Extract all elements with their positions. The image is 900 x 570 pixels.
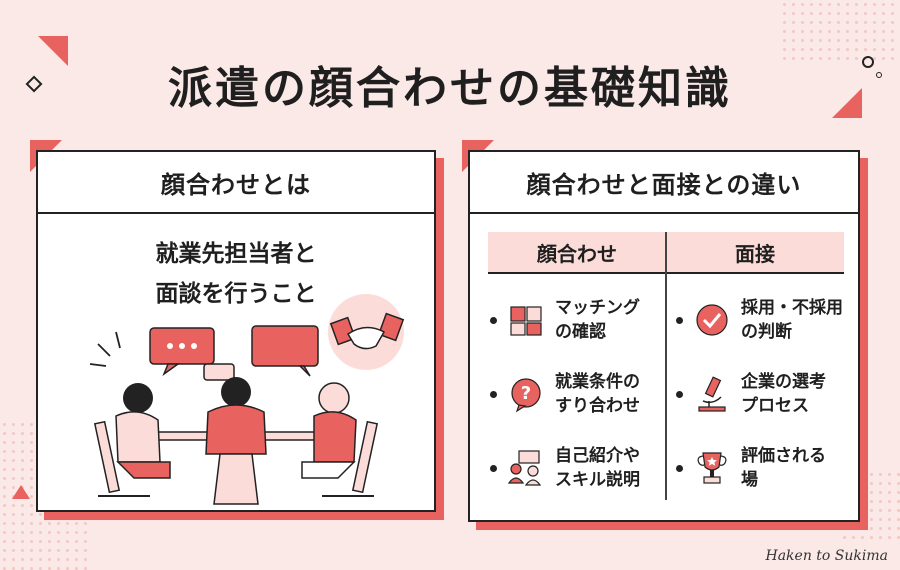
list-item: 自己紹介や スキル説明 <box>490 444 640 492</box>
bullet <box>676 464 683 472</box>
dot-pattern-top-right <box>780 0 900 60</box>
item-line: 評価される <box>741 446 826 466</box>
left-panel: 顔合わせとは 就業先担当者と 面談を行うこと <box>36 150 436 512</box>
item-line: 場 <box>741 470 758 490</box>
people-presenting-icon <box>507 450 542 486</box>
person-left <box>93 383 171 497</box>
col-header-right: 面接 <box>666 232 844 274</box>
puzzle-icon <box>510 306 542 336</box>
question-bubble-icon: ? <box>511 378 541 413</box>
item-text: マッチング の確認 <box>555 296 640 344</box>
page-title: 派遣の顔合わせの基礎知識 <box>168 63 732 114</box>
speech-bubble-icon <box>251 325 319 377</box>
check-circle-icon <box>696 304 728 336</box>
item-line: 採用・不採用 <box>741 298 843 318</box>
col-header-left: 顔合わせ <box>488 232 666 274</box>
person-right <box>301 382 379 497</box>
signature: Haken to Sukima <box>765 548 889 564</box>
left-panel-description: 就業先担当者と 面談を行うこと <box>38 234 434 314</box>
handshake-icon <box>328 294 405 370</box>
bullet <box>676 316 683 324</box>
item-line: の判断 <box>741 322 792 342</box>
item-line: すり合わせ <box>555 396 640 416</box>
person-center <box>205 377 267 505</box>
list-item: 採用・不採用 の判断 <box>676 296 843 344</box>
decor-triangle <box>12 485 30 499</box>
emphasis-lines <box>89 331 121 367</box>
bullet <box>490 316 497 324</box>
item-line: の確認 <box>555 322 606 342</box>
item-text: 企業の選考 プロセス <box>741 370 826 418</box>
item-line: 就業条件の <box>555 372 640 392</box>
speech-bubble-icon <box>149 327 235 381</box>
item-text: 採用・不採用 の判断 <box>741 296 843 344</box>
list-item: マッチング の確認 <box>490 296 640 344</box>
item-text: 就業条件の すり合わせ <box>555 370 640 418</box>
item-line: 自己紹介や <box>555 446 640 466</box>
meeting-illustration <box>89 294 405 505</box>
bullet <box>490 390 497 398</box>
description-line: 面談を行うこと <box>155 281 317 307</box>
trophy-icon <box>697 452 727 484</box>
decor-circle <box>876 72 882 78</box>
list-item: 企業の選考 プロセス <box>676 370 826 418</box>
item-text: 自己紹介や スキル説明 <box>555 444 640 492</box>
left-panel-heading: 顔合わせとは <box>38 152 434 214</box>
item-line: プロセス <box>741 396 809 416</box>
column-divider <box>665 232 667 500</box>
item-line: スキル説明 <box>555 470 640 490</box>
decor-triangle <box>38 36 68 66</box>
decor-triangle <box>832 88 862 118</box>
bullet <box>490 464 497 472</box>
item-text: 評価される 場 <box>741 444 826 492</box>
item-line: マッチング <box>555 298 640 318</box>
item-line: 企業の選考 <box>741 372 826 392</box>
description-line: 就業先担当者と <box>155 241 317 267</box>
list-item: 評価される 場 <box>676 444 826 492</box>
bullet <box>676 390 683 398</box>
svg-text:?: ? <box>521 383 531 404</box>
microscope-icon <box>698 376 726 412</box>
decor-circle <box>862 56 874 68</box>
right-panel-heading: 顔合わせと面接との違い <box>470 152 858 214</box>
list-item: ? 就業条件の すり合わせ <box>490 370 640 418</box>
